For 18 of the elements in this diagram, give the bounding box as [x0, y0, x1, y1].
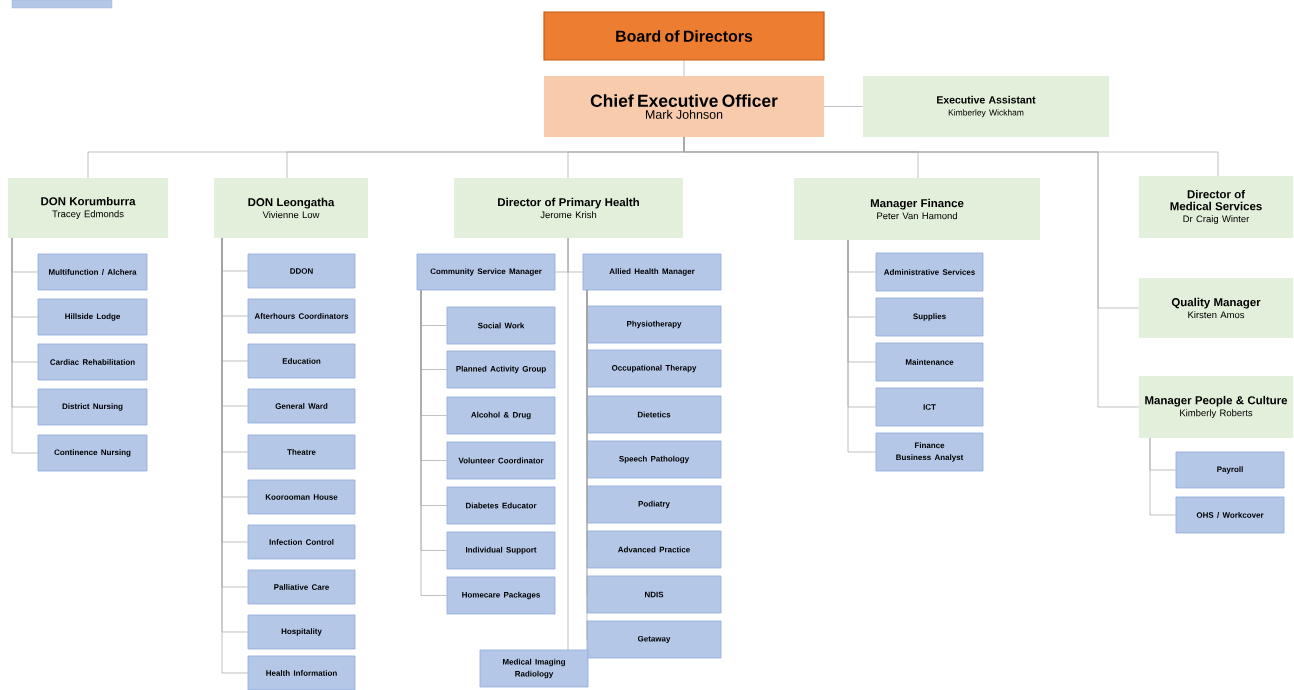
connector-line [683, 136, 1140, 408]
connector-line [823, 106, 864, 107]
director-box: DON Leongatha Vivienne Low [214, 178, 368, 238]
director-box: Director of Medical Services Dr Craig Winter [1139, 176, 1293, 238]
connector-line [567, 237, 569, 651]
placeholder-box [11, 0, 113, 9]
board-box: Board of Directors [543, 11, 825, 61]
executive-box: Chief Executive Officer Mark Johnson [544, 76, 824, 137]
director-box: Manager Finance Peter Van Hamond [794, 178, 1040, 240]
connector-line [1149, 437, 1176, 516]
director-box: Director of Primary Health Jerome Krish [454, 178, 683, 238]
assistant-box: Executive Assistant Kimberley Wickham [863, 76, 1109, 137]
director-box: Manager People & Culture Kimberly Roberts [1139, 376, 1293, 438]
director-box: Quality Manager Kirsten Amos [1139, 278, 1293, 338]
connector-line [683, 59, 685, 77]
connector-line [11, 237, 38, 454]
director-box: DON Korumburra Tracey Edmonds [8, 178, 168, 238]
connector-line [847, 239, 876, 453]
